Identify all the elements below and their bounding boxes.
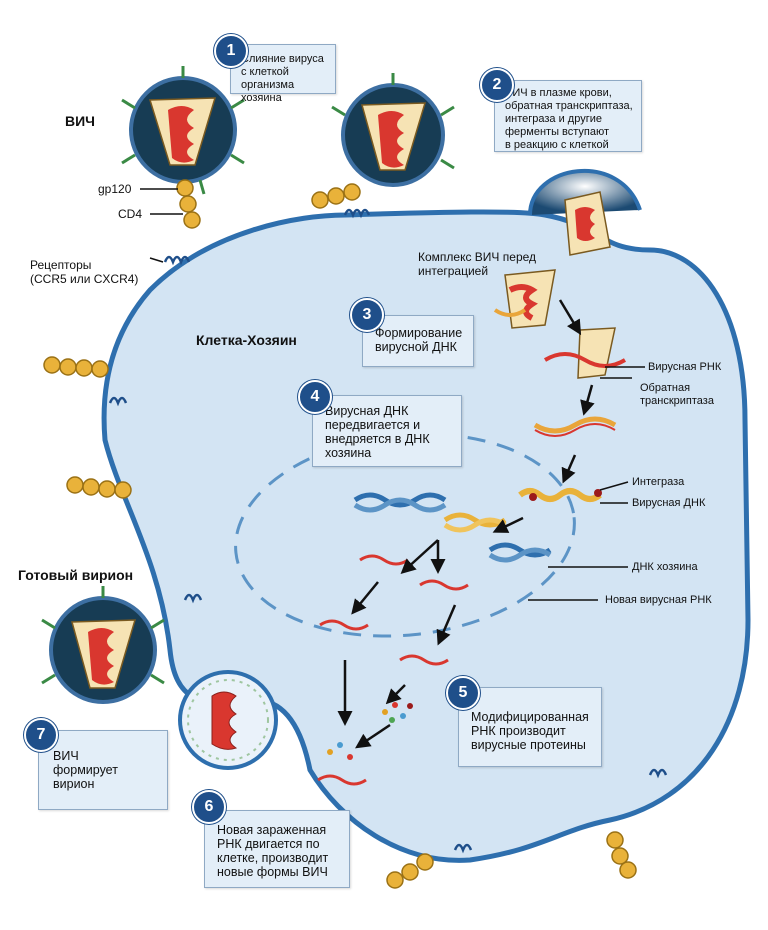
- step-1-line-2: с клеткой: [241, 66, 289, 78]
- hiv-virion-1: [121, 66, 245, 195]
- step-1-box: Слияние вируса с клеткой организма хозяи…: [230, 44, 336, 104]
- complex-label-2: интеграцией: [418, 264, 489, 278]
- step-2-line-4: ферменты вступают: [505, 126, 610, 138]
- step-2-badge: 2: [480, 68, 514, 102]
- entering-virion: [528, 168, 642, 256]
- process-arrows: [337, 299, 595, 749]
- gp120-label: gp120: [98, 182, 132, 196]
- step-4-line-3: внедряется в ДНК: [325, 432, 430, 446]
- step-6-line-4: новые формы ВИЧ: [217, 865, 328, 879]
- step-3-box: Формирование вирусной ДНК: [362, 315, 474, 367]
- host-cell-membrane: [101, 209, 751, 863]
- step-3-line-1: Формирование: [375, 326, 463, 340]
- step-4-line-4: хозяина: [325, 446, 372, 460]
- step-4-badge: 4: [298, 380, 332, 414]
- step-2-line-5: в реакцию с клеткой: [505, 139, 609, 151]
- step-5-line-1: Модифицированная: [471, 710, 589, 724]
- step-6-badge: 6: [192, 790, 226, 824]
- step-7-line-3: вирион: [53, 777, 95, 791]
- step-2-line-1: ВИЧ в плазме крови,: [505, 87, 612, 99]
- step-6-line-3: клетке, производит: [217, 851, 329, 865]
- step-6-box: Новая зараженная РНК двигается по клетке…: [204, 810, 350, 888]
- step-1-badge: 1: [214, 34, 248, 68]
- step-5-box: Модифицированная РНК производит вирусные…: [458, 687, 602, 767]
- complex-label-1: Комплекс ВИЧ перед: [418, 250, 537, 264]
- step-7-line-1: ВИЧ: [53, 749, 79, 763]
- step-4-line-2: передвигается и: [325, 418, 421, 432]
- viral-rna-label: Вирусная РНК: [648, 361, 722, 373]
- reverse-transcriptase-label-2: транскриптаза: [640, 395, 714, 407]
- step-7-line-2: формирует: [53, 763, 118, 777]
- step-5-badge: 5: [446, 676, 480, 710]
- receptors-label-2: (CCR5 или CXCR4): [30, 272, 139, 286]
- step-6-line-1: Новая зараженная: [217, 823, 327, 837]
- receptors-label-1: Рецепторы: [30, 258, 92, 272]
- hiv-virion-2: [331, 73, 455, 187]
- new-viral-rna-label: Новая вирусная РНК: [605, 594, 712, 606]
- step-2-line-2: обратная транскриптаза,: [505, 100, 633, 112]
- step-3-line-2: вирусной ДНК: [375, 340, 457, 354]
- reverse-transcriptase-label-1: Обратная: [640, 382, 691, 394]
- step-7-badge: 7: [24, 718, 58, 752]
- hiv-label: ВИЧ: [65, 113, 96, 129]
- cd4-chains: [43, 179, 637, 889]
- step-2-line-3: интеграза и другие: [505, 113, 602, 125]
- integrase-label: Интеграза: [632, 476, 685, 488]
- ready-virion: [41, 586, 165, 704]
- step-5-line-2: РНК производит: [471, 724, 566, 738]
- step-5-line-3: вирусные протеины: [471, 738, 586, 752]
- step-6-line-2: РНК двигается по: [217, 837, 320, 851]
- budding-virion: [178, 670, 278, 770]
- receptor-coils: [108, 208, 668, 854]
- host-dna-label: ДНК хозяина: [632, 561, 698, 573]
- reverse-transcription-stages: [493, 269, 627, 502]
- step-3-badge: 3: [350, 298, 384, 332]
- host-cell-label: Клетка-Хозяин: [196, 332, 297, 348]
- ready-virion-label: Готовый вирион: [18, 567, 134, 583]
- step-1-line-3: организма хозяина: [241, 79, 295, 104]
- step-7-box: ВИЧ формирует вирион: [38, 730, 168, 810]
- step-4-line-1: Вирусная ДНК: [325, 404, 409, 418]
- leader-lines: [140, 188, 645, 601]
- viral-dna-label: Вирусная ДНК: [632, 497, 706, 509]
- step-1-line-1: Слияние вируса: [241, 53, 324, 65]
- step-2-box: ВИЧ в плазме крови, обратная транскрипта…: [494, 80, 642, 152]
- step-4-box: Вирусная ДНК передвигается и внедряется …: [312, 395, 462, 467]
- cd4-label: CD4: [118, 207, 143, 221]
